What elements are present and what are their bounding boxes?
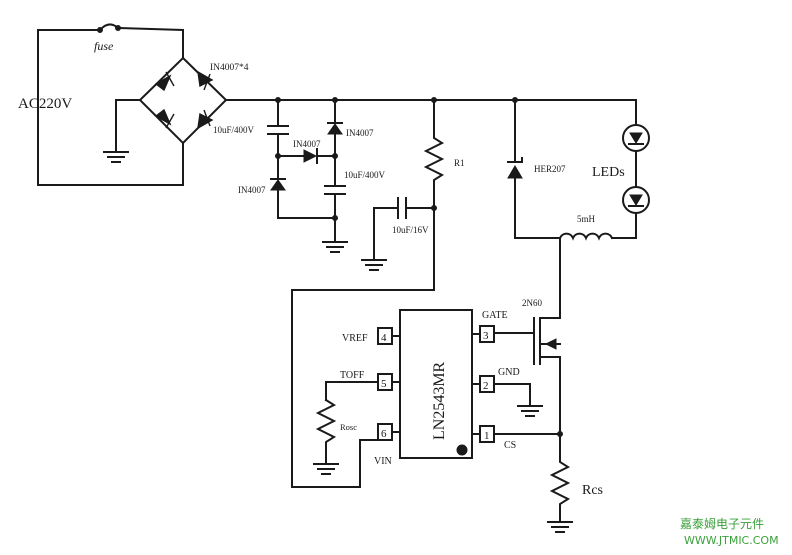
- label-cap1: 10uF/400V: [213, 125, 255, 135]
- label-ac220v: AC220V: [18, 96, 72, 112]
- label-rcs: Rcs: [582, 483, 603, 498]
- label-gnd: GND: [498, 367, 520, 378]
- label-cap3: 10uF/16V: [392, 225, 429, 235]
- capacitor-vin: [373, 197, 435, 259]
- label-rosc: Rosc: [340, 422, 357, 432]
- ground-symbol-vin-cap: [361, 259, 387, 271]
- label-ic: LN2543MR: [431, 361, 448, 440]
- resistor-rcs: [547, 433, 573, 533]
- inductor: [558, 232, 614, 319]
- label-vref: VREF: [342, 333, 368, 344]
- pin-number-1: 1: [484, 430, 490, 442]
- label-diode-mid: IN4007: [293, 139, 321, 149]
- ac-input-wiring: [37, 26, 184, 186]
- label-her207: HER207: [534, 164, 566, 174]
- fuse-symbol: [97, 23, 121, 33]
- ground-symbol-bridge: [103, 151, 129, 163]
- label-bridge: IN4007*4: [210, 63, 249, 73]
- label-mosfet: 2N60: [522, 298, 542, 308]
- label-vin: VIN: [374, 456, 392, 467]
- pin-number-4: 4: [381, 332, 387, 344]
- watermark-url: WWW.JTMIC.COM: [684, 534, 779, 547]
- label-cs: CS: [504, 440, 516, 451]
- ground-symbol-valley: [322, 241, 348, 253]
- label-diode-low: IN4007: [238, 185, 266, 195]
- pin-number-2: 2: [483, 380, 489, 392]
- label-cap2: 10uF/400V: [344, 170, 386, 180]
- label-r1: R1: [454, 158, 465, 168]
- pin-number-5: 5: [381, 378, 387, 390]
- resistor-r1: [291, 99, 445, 488]
- pin-number-3: 3: [483, 330, 489, 342]
- label-gate: GATE: [482, 310, 508, 321]
- resistor-rosc: [313, 398, 339, 475]
- ground-symbol-gnd: [517, 405, 543, 417]
- label-inductor: 5mH: [577, 214, 596, 224]
- mosfet: [499, 317, 561, 434]
- freewheel-diode: [507, 99, 561, 239]
- ic-pins: [325, 325, 561, 443]
- label-leds: LEDs: [592, 165, 625, 180]
- watermark-cn: 嘉泰姆电子元件: [680, 517, 764, 531]
- led-string: [611, 99, 650, 239]
- bridge-rectifier: [115, 56, 228, 151]
- label-fuse: fuse: [94, 39, 114, 53]
- pin-number-6: 6: [381, 428, 387, 440]
- label-diode-top: IN4007: [346, 128, 374, 138]
- label-toff: TOFF: [340, 370, 365, 381]
